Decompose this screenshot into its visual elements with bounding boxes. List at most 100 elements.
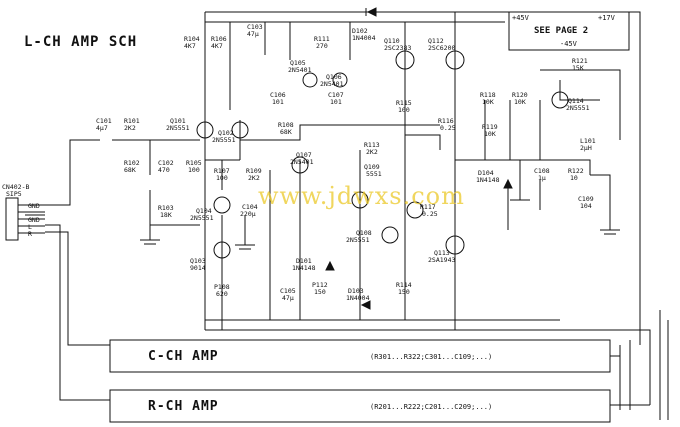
value-l101: 2µH <box>580 144 592 152</box>
value-q113: 2SA1943 <box>428 256 456 264</box>
ref-r107: R107 <box>214 167 230 175</box>
value-q110: 2SC2383 <box>384 44 412 52</box>
value-c109: 104 <box>580 202 592 210</box>
ref-q112: Q112 <box>428 37 444 45</box>
ref-d103: D103 <box>348 287 364 295</box>
connector-pin-3: GND <box>28 216 40 224</box>
value-r120: 10K <box>514 98 526 106</box>
connector-type: SIP5 <box>6 190 22 198</box>
value-q102: 2N5551 <box>212 136 236 144</box>
ref-c104: C104 <box>242 203 258 211</box>
ref-r114: R114 <box>396 281 412 289</box>
value-c102: 470 <box>158 166 170 174</box>
ref-c102: C102 <box>158 159 174 167</box>
value-q106: 2N5401 <box>320 80 344 88</box>
r-ch-amp-label: R-CH AMP <box>148 399 219 414</box>
value-r108: 68K <box>280 128 292 136</box>
ref-q109: Q109 <box>364 163 380 171</box>
connector-ref: CN402-B <box>2 183 30 191</box>
ref-q108: Q108 <box>356 229 372 237</box>
ref-q106: Q106 <box>326 73 342 81</box>
ref-c108: C108 <box>534 167 550 175</box>
ref-r113: R113 <box>364 141 380 149</box>
value-r114: 150 <box>398 288 410 296</box>
value-q108: 2N5551 <box>346 236 370 244</box>
value-r112: 150 <box>314 288 326 296</box>
ref-q102: Q102 <box>218 129 234 137</box>
ref-q105: Q105 <box>290 59 306 67</box>
value-q101: 2N5551 <box>166 124 190 132</box>
value-c108: 1µ <box>538 174 546 182</box>
ref-r103: R103 <box>158 204 174 212</box>
ref-r101: R101 <box>124 117 140 125</box>
power-plus45-label: +45V <box>512 14 529 22</box>
power-minus45-label: -45V <box>560 40 577 48</box>
ref-c109: C109 <box>578 195 594 203</box>
value-c104: 220µ <box>240 210 256 218</box>
value-r111: 270 <box>316 42 328 50</box>
value-r113: 2K2 <box>366 148 378 156</box>
value-q107: 2N5401 <box>290 158 314 166</box>
ref-q107: Q107 <box>296 151 312 159</box>
connector-pin-5: R <box>28 230 32 238</box>
connector-pin-1: GND <box>28 202 40 210</box>
c-ch-amp-refs: (R301...R322;C301...C109;...) <box>370 353 493 361</box>
ref-r108: R108 <box>278 121 294 129</box>
value-c103: 47µ <box>247 30 259 38</box>
value-r105: 100 <box>188 166 200 174</box>
ref-r117: R117 <box>420 203 436 211</box>
ref-d101: D101 <box>296 257 312 265</box>
ref-c107: C107 <box>328 91 344 99</box>
c-ch-amp-label: C-CH AMP <box>148 349 219 364</box>
value-q104: 2N5551 <box>190 214 214 222</box>
value-r122: 10 <box>570 174 578 182</box>
value-d102: 1N4004 <box>352 34 376 42</box>
power-plus17-label: +17V <box>598 14 615 22</box>
value-r117: 0.25 <box>422 210 438 218</box>
ref-r120: R120 <box>512 91 528 99</box>
value-c107: 101 <box>330 98 342 106</box>
value-c106: 101 <box>272 98 284 106</box>
value-r121: 15K <box>572 64 584 72</box>
value-r101: 2K2 <box>124 124 136 132</box>
value-d101: 1N4148 <box>292 264 316 272</box>
ref-q104: Q104 <box>196 207 212 215</box>
value-r119: 10K <box>484 130 496 138</box>
schematic-title: L-CH AMP SCH <box>24 34 138 50</box>
ref-q110: Q110 <box>384 37 400 45</box>
transistor-symbols <box>196 50 569 259</box>
value-q105: 2N5401 <box>288 66 312 74</box>
ref-q101: Q101 <box>170 117 186 125</box>
ref-d104: D104 <box>478 169 494 177</box>
value-q114: 2N5551 <box>566 104 590 112</box>
connector-pin-4: L <box>28 223 32 231</box>
ref-c106: C106 <box>270 91 286 99</box>
ref-r109: R109 <box>246 167 262 175</box>
value-q103: 9014 <box>190 264 206 272</box>
value-d104: 1N4148 <box>476 176 500 184</box>
ref-r121: R121 <box>572 57 588 65</box>
ref-r122: R122 <box>568 167 584 175</box>
value-c105: 47µ <box>282 294 294 302</box>
value-d103: 1N4004 <box>346 294 370 302</box>
ref-r118: R118 <box>480 91 496 99</box>
ref-r110: P108 <box>214 283 230 291</box>
ref-c105: C105 <box>280 287 296 295</box>
r-ch-amp-refs: (R201...R222;C201...C209;...) <box>370 403 493 411</box>
diode-symbols <box>325 7 513 310</box>
value-r115: 100 <box>398 106 410 114</box>
value-r109: 2K2 <box>248 174 260 182</box>
value-r104: 4K7 <box>184 42 196 50</box>
ref-l101: L101 <box>580 137 596 145</box>
value-r102: 68K <box>124 166 136 174</box>
ref-r111: R111 <box>314 35 330 43</box>
see-page-label: SEE PAGE 2 <box>534 26 589 36</box>
ref-r104: R104 <box>184 35 200 43</box>
ref-c103: C103 <box>247 23 263 31</box>
value-r107: 100 <box>216 174 228 182</box>
value-r106: 4K7 <box>211 42 223 50</box>
ref-r102: R102 <box>124 159 140 167</box>
ref-r105: R105 <box>186 159 202 167</box>
ref-r106: R106 <box>211 35 227 43</box>
